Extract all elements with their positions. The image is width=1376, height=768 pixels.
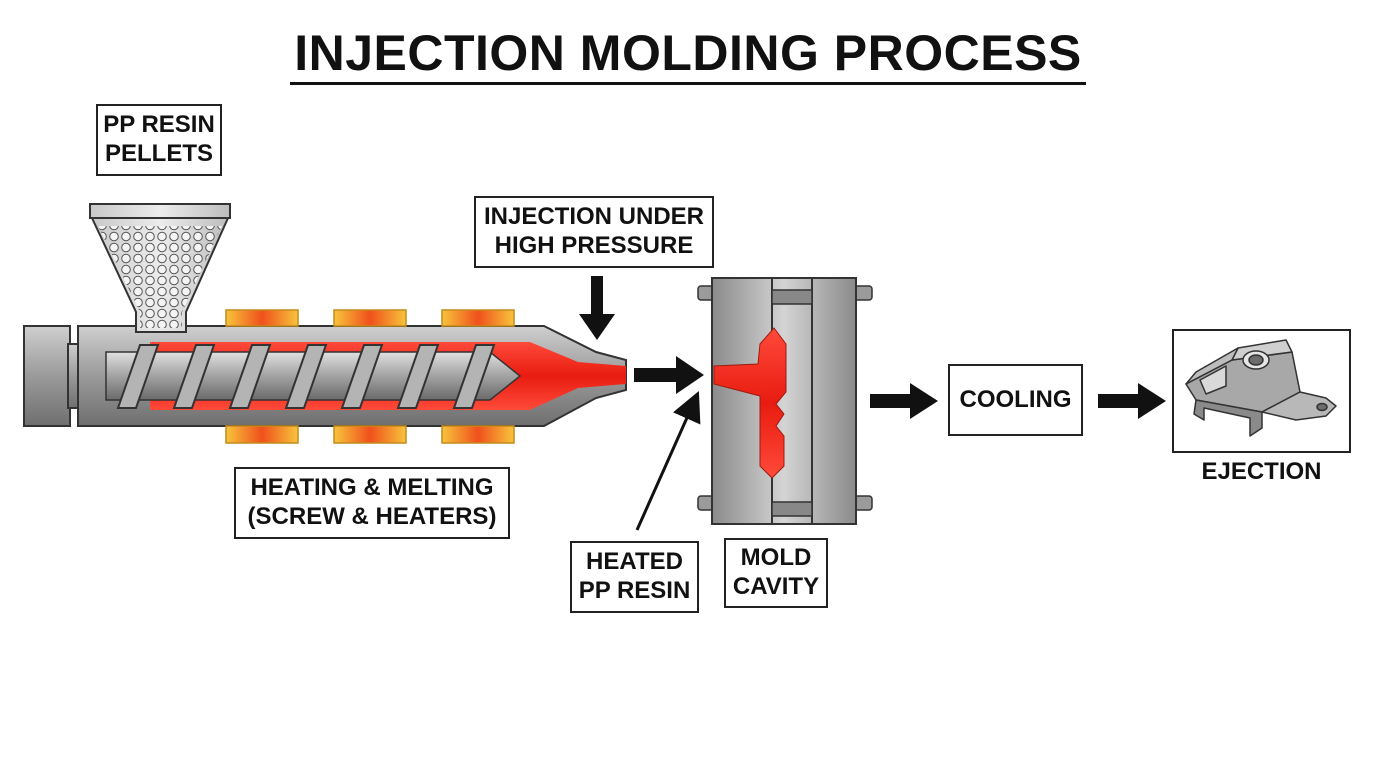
label-ejection-text: EJECTION [1201,457,1322,485]
injection-arrow [579,276,615,340]
flow-arrow-to-mold [634,356,704,394]
label-injection-pressure-text: INJECTION UNDER HIGH PRESSURE [483,203,705,259]
label-cooling-text: COOLING [959,385,1072,413]
heater-bands [225,309,515,444]
screw-flights [116,344,496,409]
label-heated-pp-resin: HEATED PP RESIN [570,541,699,613]
label-injection-pressure: INJECTION UNDER HIGH PRESSURE [474,196,714,268]
drive-block [23,325,71,427]
mold-cavity-melt [713,327,787,479]
title-text: INJECTION MOLDING PROCESS [290,26,1086,85]
label-heated-pp-resin-text: HEATED PP RESIN [578,548,691,604]
page-title: INJECTION MOLDING PROCESS [0,24,1376,85]
heated-resin-pointer [635,391,701,531]
mold [697,277,873,525]
label-pp-resin-pellets: PP RESIN PELLETS [96,104,222,176]
flow-arrow-to-cooling [870,383,938,419]
label-mold-cavity-text: MOLD CAVITY [732,544,820,600]
hopper [89,203,231,333]
label-ejection: EJECTION [1173,454,1350,490]
label-pp-resin-pellets-text: PP RESIN PELLETS [103,111,215,167]
label-heating-melting: HEATING & MELTING (SCREW & HEATERS) [234,467,510,539]
molded-part-icon [1185,339,1337,437]
label-cooling: COOLING [948,364,1083,436]
label-mold-cavity: MOLD CAVITY [724,538,828,608]
flow-arrow-to-ejection [1098,383,1166,419]
label-heating-melting-text: HEATING & MELTING (SCREW & HEATERS) [247,474,497,530]
